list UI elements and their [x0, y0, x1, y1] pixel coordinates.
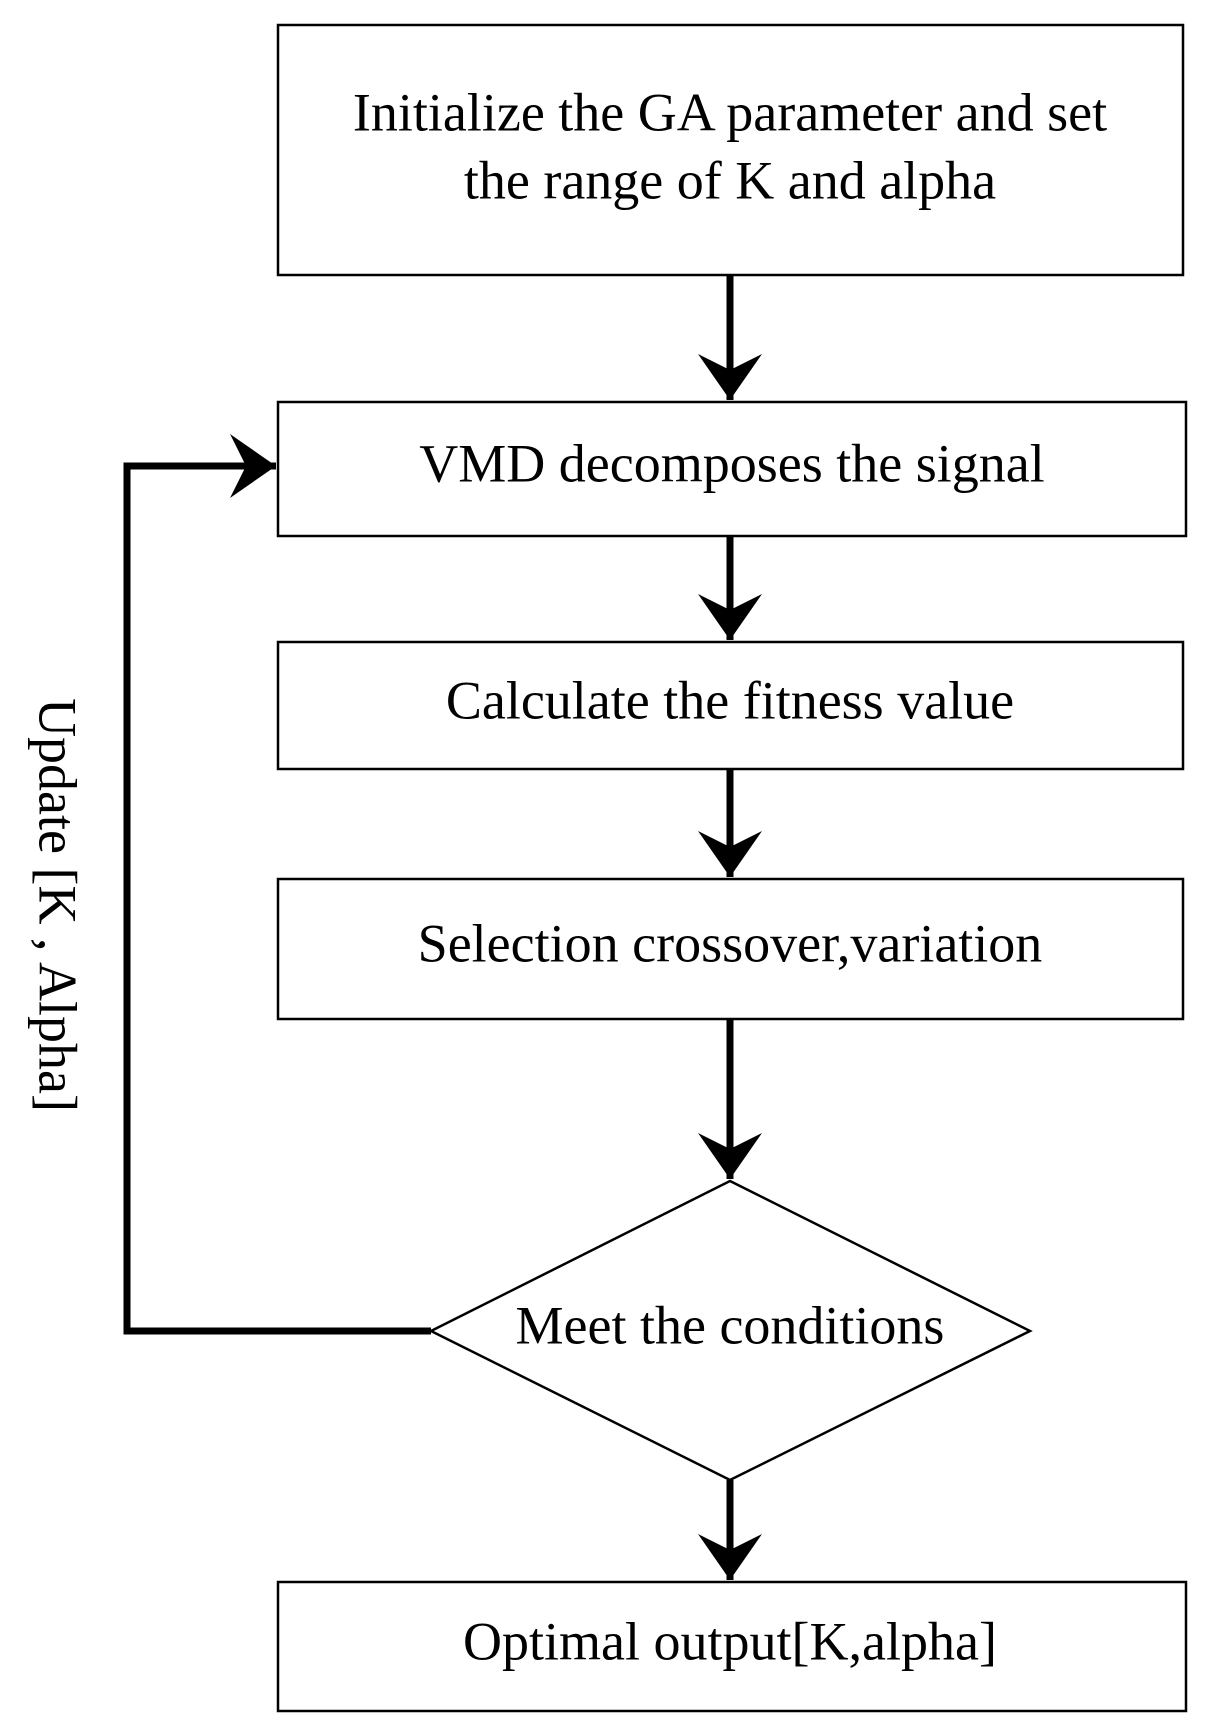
loop-label: Update [K , Alpha]	[28, 698, 88, 1112]
initialize-text-line1: Initialize the GA parameter and set	[353, 82, 1107, 142]
decision-text: Meet the conditions	[516, 1295, 945, 1355]
selection-text: Selection crossover,variation	[418, 913, 1043, 973]
initialize-text-line2: the range of K and alpha	[464, 150, 996, 210]
selection-box: Selection crossover,variation	[276, 877, 1185, 1021]
fitness-box: Calculate the fitness value	[276, 640, 1185, 771]
output-text: Optimal output[K,alpha]	[463, 1611, 997, 1671]
initialize-box: Initialize the GA parameter and set the …	[276, 23, 1185, 277]
vmd-text: VMD decomposes the signal	[419, 433, 1044, 493]
fitness-text: Calculate the fitness value	[446, 670, 1014, 730]
loop-back-line	[123, 434, 431, 1335]
decision-diamond: Meet the conditions	[428, 1179, 1033, 1482]
vmd-box: VMD decomposes the signal	[276, 400, 1188, 538]
output-box: Optimal output[K,alpha]	[276, 1580, 1188, 1713]
